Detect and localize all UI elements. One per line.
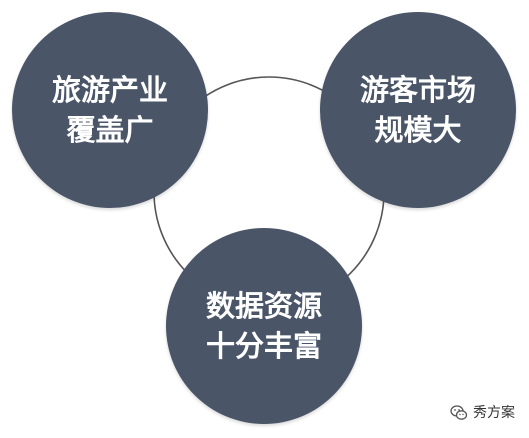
node-data-resources: 数据资源 十分丰富 [166, 228, 362, 424]
node-label: 旅游产业 覆盖广 [12, 70, 208, 150]
node-label-line2: 覆盖广 [66, 113, 154, 147]
node-tourism-industry: 旅游产业 覆盖广 [12, 12, 208, 208]
node-label-line1: 游客市场 [359, 73, 476, 107]
node-label-line2: 十分丰富 [205, 329, 322, 363]
watermark-text: 秀方案 [473, 405, 515, 421]
node-label-line2: 规模大 [374, 113, 462, 147]
node-label-line1: 数据资源 [205, 289, 322, 323]
node-label: 游客市场 规模大 [320, 70, 516, 150]
node-tourist-market: 游客市场 规模大 [320, 12, 516, 208]
node-label-line1: 旅游产业 [51, 73, 168, 107]
node-label: 数据资源 十分丰富 [166, 286, 362, 366]
watermark: 秀方案 [450, 402, 515, 424]
wechat-icon [450, 405, 468, 420]
